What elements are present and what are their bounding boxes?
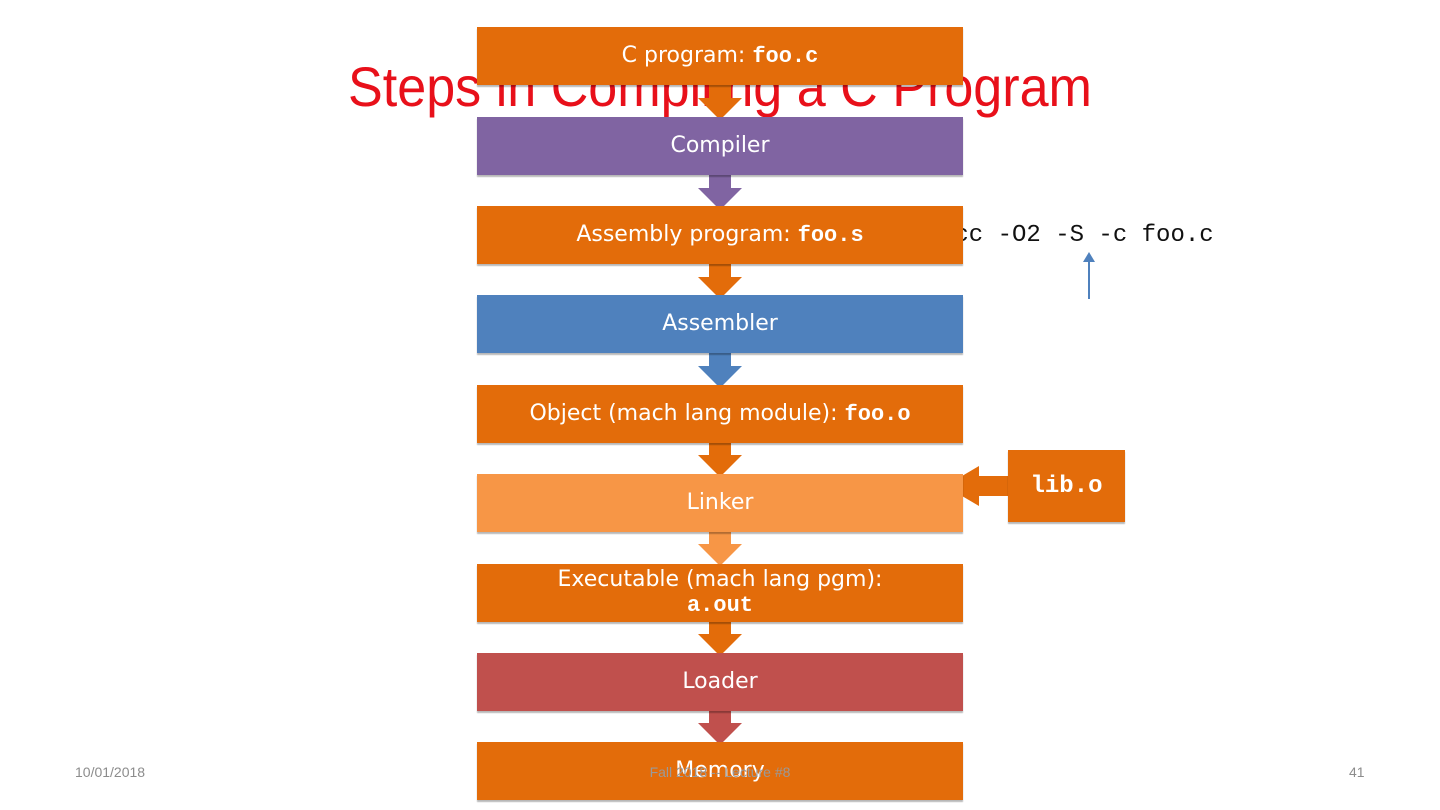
step-label: Assembler xyxy=(662,311,778,336)
down-arrow-icon xyxy=(698,441,742,477)
down-arrow-icon xyxy=(698,352,742,388)
footer-course: Fall 2018 -- Lecture #8 xyxy=(649,764,791,780)
step-compiler: Compiler xyxy=(477,117,963,175)
step-executable: Executable (mach lang pgm): a.out xyxy=(477,564,963,622)
step-label: Loader xyxy=(682,669,758,694)
step-memory: Memory xyxy=(477,742,963,800)
step-filename: a.out xyxy=(686,593,753,618)
step-label: Compiler xyxy=(670,133,770,158)
step-label: Executable (mach lang pgm): xyxy=(557,567,883,592)
step-label: Memory xyxy=(675,758,765,783)
down-arrow-icon xyxy=(698,709,742,745)
down-arrow-icon xyxy=(698,530,742,566)
page-number: 41 xyxy=(1349,764,1365,780)
gcc-command: gcc -O2 -S -c foo.c xyxy=(940,222,1214,249)
step-label: Assembly program: xyxy=(576,221,798,247)
step-assembler: Assembler xyxy=(477,295,963,353)
step-filename: foo.o xyxy=(844,401,911,427)
footer-date: 10/01/2018 xyxy=(75,764,146,780)
step-filename: foo.s xyxy=(797,222,864,248)
down-arrow-icon xyxy=(698,263,742,299)
step-linker: Linker xyxy=(477,474,963,532)
step-label: Linker xyxy=(686,490,754,515)
down-arrow-icon xyxy=(698,620,742,656)
down-arrow-icon xyxy=(698,174,742,210)
down-arrow-icon xyxy=(698,84,742,120)
step-label: C program: xyxy=(621,42,753,68)
up-arrow-icon xyxy=(1080,250,1098,304)
step-c-program: C program: foo.c xyxy=(477,27,963,85)
library-object-box: lib.o xyxy=(1008,450,1125,522)
step-assembly-program: Assembly program: foo.s xyxy=(477,206,963,264)
step-label: Object (mach lang module): xyxy=(529,400,845,426)
step-object: Object (mach lang module): foo.o xyxy=(477,385,963,443)
step-loader: Loader xyxy=(477,653,963,711)
step-filename: foo.c xyxy=(752,43,819,69)
